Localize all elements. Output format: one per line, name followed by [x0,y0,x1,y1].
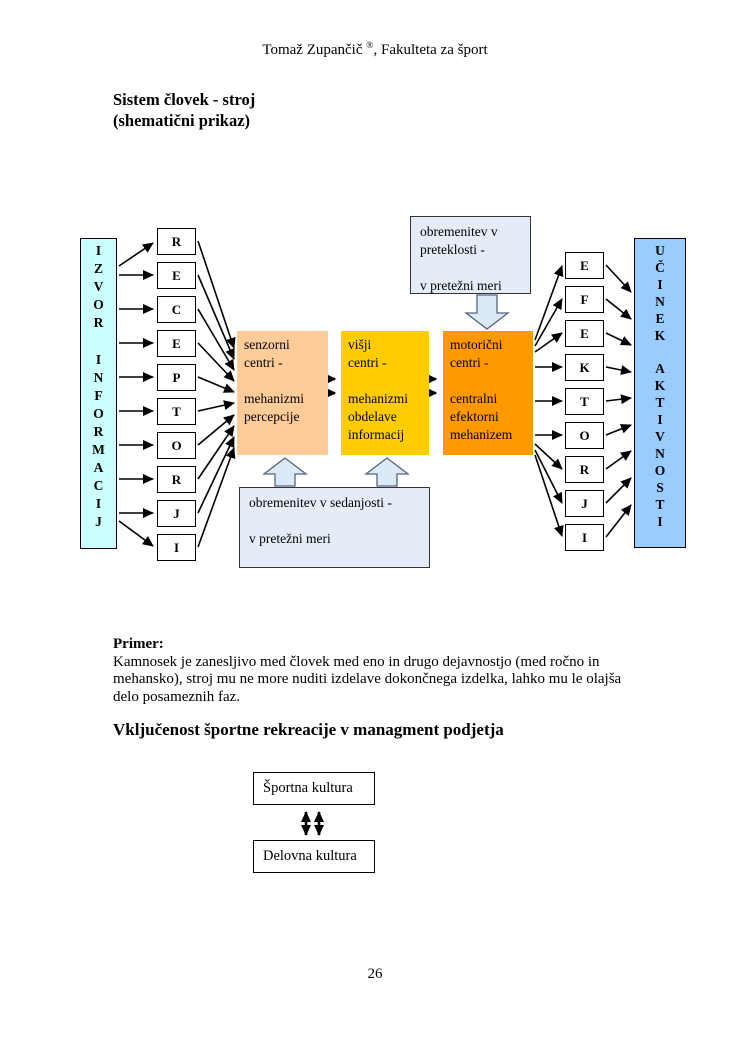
work-culture-box: Delovna kultura [253,840,375,873]
arrows-effectors-to-effect [605,264,632,538]
effector-letter-box: I [565,524,604,551]
present-load-box: obremenitev v sedanjosti - v pretežni me… [239,487,430,568]
section-heading: Vključenost športne rekreacije v managme… [113,720,504,739]
example-section: Primer: Kamnosek je zanesljivo med člove… [113,636,658,706]
effector-letter-box: O [565,422,604,449]
arrows-source-to-receptors [118,242,154,547]
sensory-centers-box: senzorni centri - mehanizmi percepcije [237,331,328,455]
effector-letter-box: J [565,490,604,517]
past-load-box: obremenitev v preteklosti - v pretežni m… [410,216,531,294]
effector-letter-box: R [565,456,604,483]
higher-centers-box: višji centri - mehanizmi obdelave inform… [341,331,429,455]
page-header: Tomaž Zupančič ®, Fakulteta za šport [0,41,750,59]
receptor-letter-box: T [157,398,196,425]
page-number: 26 [367,966,383,982]
header-author: Tomaž Zupančič [262,42,363,58]
header-affiliation: , Fakulteta za šport [373,42,488,58]
receptor-letter-box: P [157,364,196,391]
effector-letter-box: K [565,354,604,381]
source-of-information-box: I Z V O R I N F O R M A C I J [80,238,117,549]
example-text: Kamnosek je zanesljivo med človek med en… [113,653,622,705]
receptor-letter-box: E [157,330,196,357]
effect-of-activity-box: U Č I N E K A K T I V N O S T I [634,238,686,548]
receptor-letter-box: C [157,296,196,323]
motor-centers-box: motorični centri - centralni efektorni m… [443,331,533,455]
block-arrows-load [262,294,510,487]
example-label: Primer: [113,636,164,652]
effector-letter-box: E [565,252,604,279]
receptor-letter-box: R [157,228,196,255]
arrows-motor-to-effectors [534,265,564,537]
effector-letter-box: T [565,388,604,415]
receptor-letter-box: O [157,432,196,459]
effector-letter-box: E [565,320,604,347]
receptor-letter-box: E [157,262,196,289]
receptor-letter-box: I [157,534,196,561]
arrows-receptors-to-sensory [197,240,236,548]
receptor-letter-box: J [157,500,196,527]
arrows-culture-double [301,811,324,836]
receptor-letter-box: R [157,466,196,493]
registered-mark: ® [366,41,374,51]
arrows-between-center-boxes [321,371,438,401]
sport-culture-box: Športna kultura [253,772,375,805]
effector-letter-box: F [565,286,604,313]
page-title: Sistem človek - stroj (shematični prikaz… [113,90,256,130]
